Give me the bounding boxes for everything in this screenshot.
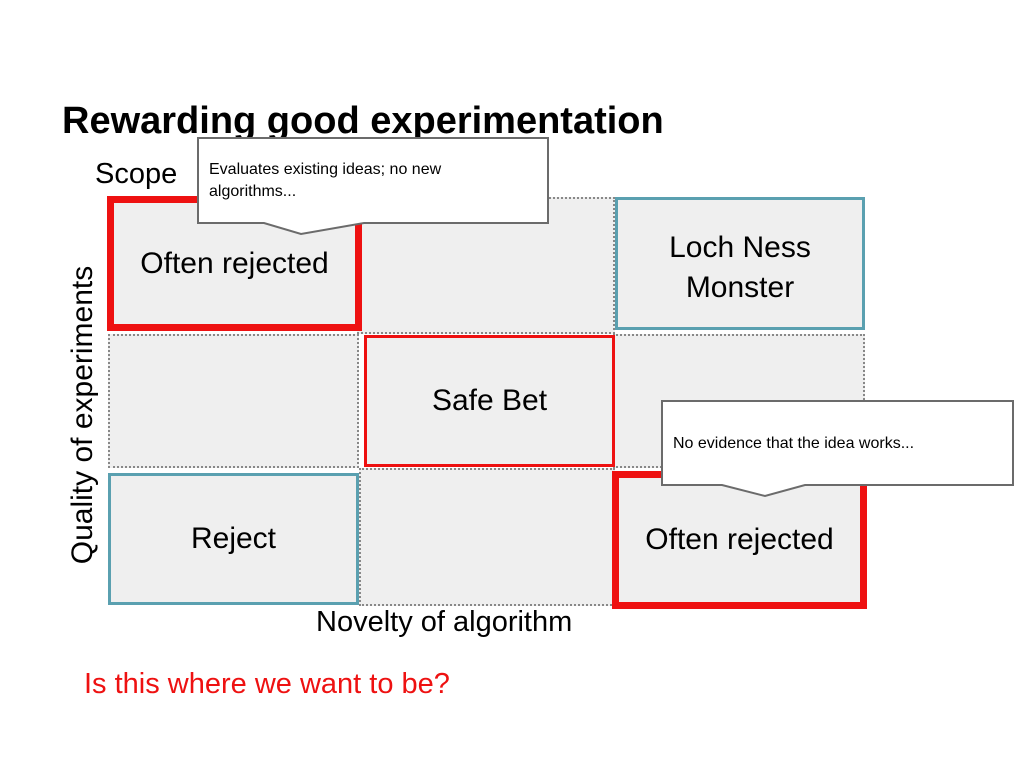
callout-top-shape [197,137,549,236]
cell-label: Often rejected [645,523,834,556]
slide-title: Rewarding good experimentation [62,100,664,142]
grid-cell-r3-c2 [359,468,615,606]
cell-label: Reject [190,522,277,555]
callout-top-text: Evaluates existing ideas; no new algorit… [209,161,442,200]
cell-label: Loch Ness Monster [669,231,811,304]
question-text: Is this where we want to be? [84,668,450,700]
cell-label: Safe Bet [431,384,548,417]
x-axis-label: Novelty of algorithm [316,606,573,638]
grid-cell-r2-c1 [108,334,359,468]
grid-cell-safe-bet: Safe Bet [364,335,615,467]
grid-cell-loch-ness-monster: Loch Ness Monster [615,197,865,330]
cell-label: Often rejected [140,246,329,280]
callout-right-shape [661,400,1014,498]
grid-cell-often-rejected-bottom: Often rejected [612,471,867,609]
scope-label: Scope [95,158,178,190]
y-axis-label: Quality of experiments [66,265,99,565]
callout-right-text: No evidence that the idea works... [673,435,915,452]
grid-cell-reject: Reject [108,473,359,605]
